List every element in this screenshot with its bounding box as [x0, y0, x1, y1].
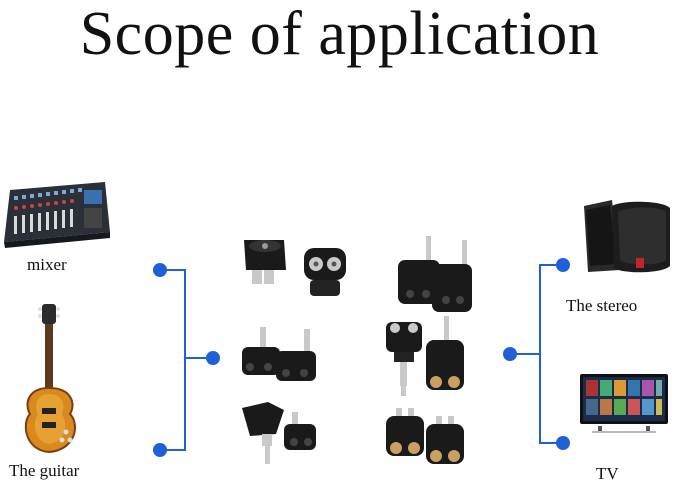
source-label-guitar: The guitar — [9, 461, 80, 480]
tv-icon — [580, 374, 668, 433]
left-connector — [153, 263, 220, 457]
adapter-dual-jack — [398, 236, 472, 312]
source-label-mixer: mixer — [27, 255, 67, 274]
adapter-jack-pair — [242, 327, 316, 381]
destination-label-stereo: The stereo — [566, 296, 638, 315]
adapter-rca-jack — [386, 316, 464, 396]
right-connector — [503, 258, 570, 450]
adapter-jack-splitter — [242, 402, 316, 464]
speaker-icon — [584, 200, 670, 273]
destination-label-tv: TV — [596, 464, 619, 483]
guitar-icon — [24, 304, 76, 454]
adapter-rca-splitter — [386, 408, 464, 464]
adapter-rca-pair — [244, 240, 346, 296]
mixer-icon — [4, 182, 110, 248]
page-title: Scope of application — [79, 0, 600, 68]
